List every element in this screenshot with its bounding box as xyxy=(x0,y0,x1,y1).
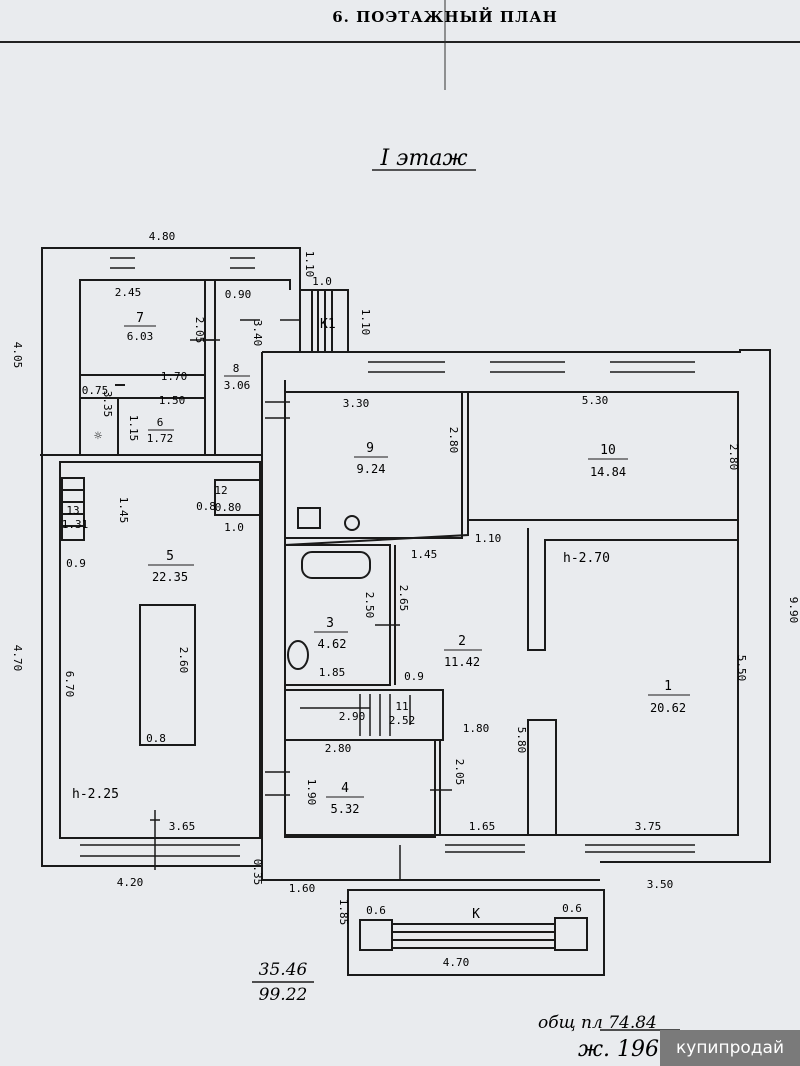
porch-k1-label: К1 xyxy=(320,317,336,332)
room-labels: 1 20.62 2 11.42 3 4.62 4 5.32 5 22.35 6 … xyxy=(62,311,690,922)
room-2-area-text: 11.42 xyxy=(444,655,480,669)
dim: 1.70 xyxy=(161,370,188,383)
dim: 1.10 xyxy=(475,532,502,545)
room-10-number: 10 xyxy=(600,443,616,458)
room-3-number: 3 xyxy=(326,616,334,631)
height-room5: h-2.25 xyxy=(72,787,119,802)
living-area-total: 35.46 xyxy=(259,960,308,980)
dim: 5.50 xyxy=(735,655,748,682)
room-2-number: 2 xyxy=(458,634,466,649)
dim: 1.45 xyxy=(117,497,130,524)
dim: 2.80 xyxy=(447,427,460,454)
room-4-area: 5.32 xyxy=(331,802,360,816)
porch-k-label: К xyxy=(472,907,480,922)
dim: 1.0 xyxy=(312,275,332,288)
dim: 0.8 xyxy=(146,732,166,745)
dim: 3.75 xyxy=(635,820,662,833)
dim: 1.85 xyxy=(337,899,350,926)
room-8-area: 3.06 xyxy=(224,379,251,392)
dim: 0.35 xyxy=(251,859,264,886)
room-12-number: 12 xyxy=(214,484,227,497)
totals: 35.46 99.22 общ пл 74.84 ж. 196. xyxy=(252,960,680,1062)
dim: 6.70 xyxy=(63,671,76,698)
room-7-area: 6.03 xyxy=(127,330,154,343)
dim: 2.05 xyxy=(193,317,206,344)
dimension-labels: 4.80 2.45 0.90 1.0 1.10 1.10 2.05 3.40 4… xyxy=(11,230,800,969)
sun-icon: ☼ xyxy=(94,429,102,444)
dim: 9.90 xyxy=(787,597,800,624)
dim: 0.8 xyxy=(196,500,216,513)
ticks xyxy=(150,319,452,880)
signature-line-2: ж. 196. xyxy=(578,1037,666,1062)
dim: 1.15 xyxy=(127,415,140,442)
dim: 2.80 xyxy=(325,742,352,755)
dim: 2.50 xyxy=(363,592,376,619)
room-5-number: 5 xyxy=(166,549,174,564)
dim: 3.65 xyxy=(169,820,196,833)
dim: 3.35 xyxy=(101,391,114,418)
dim: 1.65 xyxy=(469,820,496,833)
dim: 0.6 xyxy=(562,902,582,915)
dim: 2.05 xyxy=(453,759,466,786)
dim: 5.30 xyxy=(582,394,609,407)
room-12-area: 0.80 xyxy=(215,501,242,514)
dim: 2.90 xyxy=(339,710,366,723)
room-5-area: 22.35 xyxy=(152,570,188,584)
dim: 5.80 xyxy=(515,727,528,754)
dim: 2.45 xyxy=(115,286,142,299)
walls xyxy=(40,247,771,976)
room-4-number: 4 xyxy=(341,781,349,796)
dim: 1.60 xyxy=(289,882,316,895)
room-11-number: 11 xyxy=(395,700,408,713)
dim: 0.9 xyxy=(404,670,424,683)
dim: 1.0 xyxy=(224,521,244,534)
room-9-area: 9.24 xyxy=(357,462,386,476)
dim: 1.10 xyxy=(359,309,372,336)
signature-line-1: общ пл 74.84 xyxy=(538,1013,657,1033)
dim: 3.30 xyxy=(343,397,370,410)
room-13-area: 1.31 xyxy=(62,518,89,531)
dim: 4.70 xyxy=(11,645,24,672)
dim: 4.70 xyxy=(443,956,470,969)
plan-title: 6. ПОЭТАЖНЫЙ ПЛАН xyxy=(332,7,558,26)
room-1-number: 1 xyxy=(664,679,672,694)
room-8-number: 8 xyxy=(233,362,240,375)
dim: 4.20 xyxy=(117,876,144,889)
windows xyxy=(80,247,695,857)
dim: 1.85 xyxy=(319,666,346,679)
room-7-number: 7 xyxy=(136,311,144,326)
total-area: 99.22 xyxy=(259,985,308,1005)
height-main: h-2.70 xyxy=(563,551,610,566)
room-10-area: 14.84 xyxy=(590,465,626,479)
dim: 2.80 xyxy=(727,444,740,471)
room-9-number: 9 xyxy=(366,441,374,456)
room-1-area: 20.62 xyxy=(650,701,686,715)
dim: 3.50 xyxy=(647,878,674,891)
dim: 4.80 xyxy=(149,230,176,243)
room-6-number: 6 xyxy=(157,416,164,429)
dim: 2.60 xyxy=(177,647,190,674)
dim: 1.45 xyxy=(411,548,438,561)
room-6-area: 1.72 xyxy=(147,432,174,445)
dim: 1.10 xyxy=(303,251,316,278)
room-13-number: 13 xyxy=(66,504,79,517)
dim: 1.90 xyxy=(305,779,318,806)
watermark-badge: купипродай xyxy=(660,1030,800,1066)
room-11-area: 2.52 xyxy=(389,714,416,727)
dim: 1.80 xyxy=(463,722,490,735)
dim: 1.50 xyxy=(159,394,186,407)
dim: 4.05 xyxy=(11,342,24,369)
dim: 0.9 xyxy=(66,557,86,570)
dim: 0.75 xyxy=(82,384,109,397)
dim: 3.40 xyxy=(251,320,264,347)
room-3-area: 4.62 xyxy=(318,637,347,651)
dim: 2.65 xyxy=(397,585,410,612)
dim: 0.90 xyxy=(225,288,252,301)
dim: 0.6 xyxy=(366,904,386,917)
floor-label: I этаж xyxy=(380,146,468,171)
